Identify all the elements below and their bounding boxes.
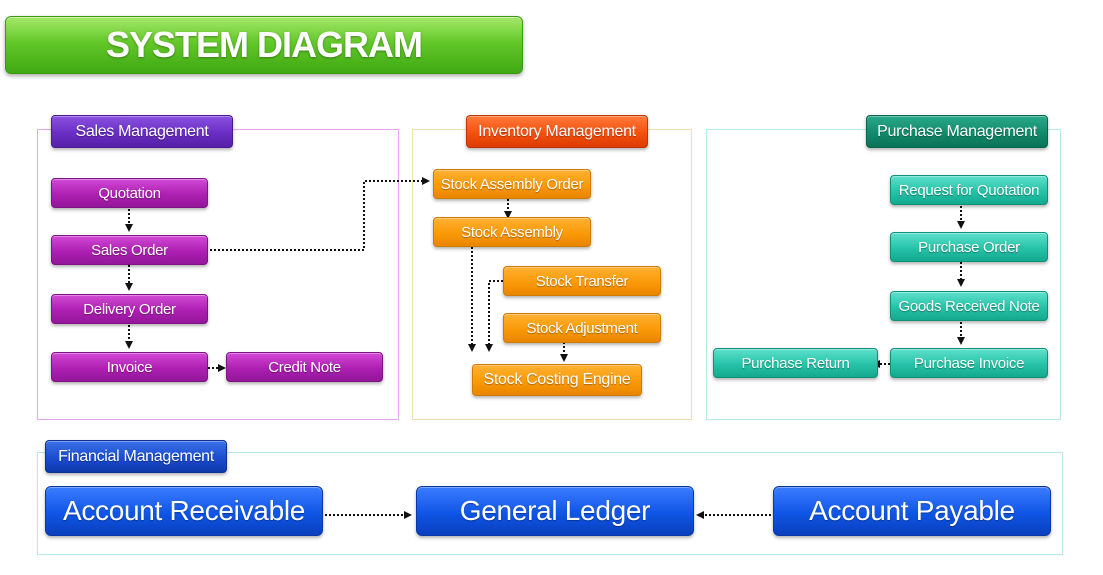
purchase-management-header: Purchase Management [866,115,1048,148]
account-payable-node[interactable]: Account Payable [773,486,1051,536]
quotation-node[interactable]: Quotation [51,178,208,208]
sales-management-header: Sales Management [51,115,233,148]
invoice-node[interactable]: Invoice [51,352,208,382]
financial-management-header: Financial Management [45,440,227,473]
general-ledger-node[interactable]: General Ledger [416,486,694,536]
diagram-title: SYSTEM DIAGRAM [5,16,523,74]
stock-costing-engine-node[interactable]: Stock Costing Engine [472,364,642,396]
goods-received-note-node[interactable]: Goods Received Note [890,291,1048,321]
financial-management-panel [37,452,1063,555]
account-receivable-node[interactable]: Account Receivable [45,486,323,536]
inventory-management-header: Inventory Management [466,115,648,148]
sales-order-node[interactable]: Sales Order [51,235,208,265]
stock-assembly-node[interactable]: Stock Assembly [433,217,591,247]
stock-assembly-order-node[interactable]: Stock Assembly Order [433,169,591,199]
request-for-quotation-node[interactable]: Request for Quotation [890,175,1048,205]
stock-adjustment-node[interactable]: Stock Adjustment [503,313,661,343]
purchase-invoice-node[interactable]: Purchase Invoice [890,348,1048,378]
delivery-order-node[interactable]: Delivery Order [51,294,208,324]
credit-note-node[interactable]: Credit Note [226,352,383,382]
purchase-order-node[interactable]: Purchase Order [890,232,1048,262]
stock-transfer-node[interactable]: Stock Transfer [503,266,661,296]
purchase-return-node[interactable]: Purchase Return [713,348,878,378]
